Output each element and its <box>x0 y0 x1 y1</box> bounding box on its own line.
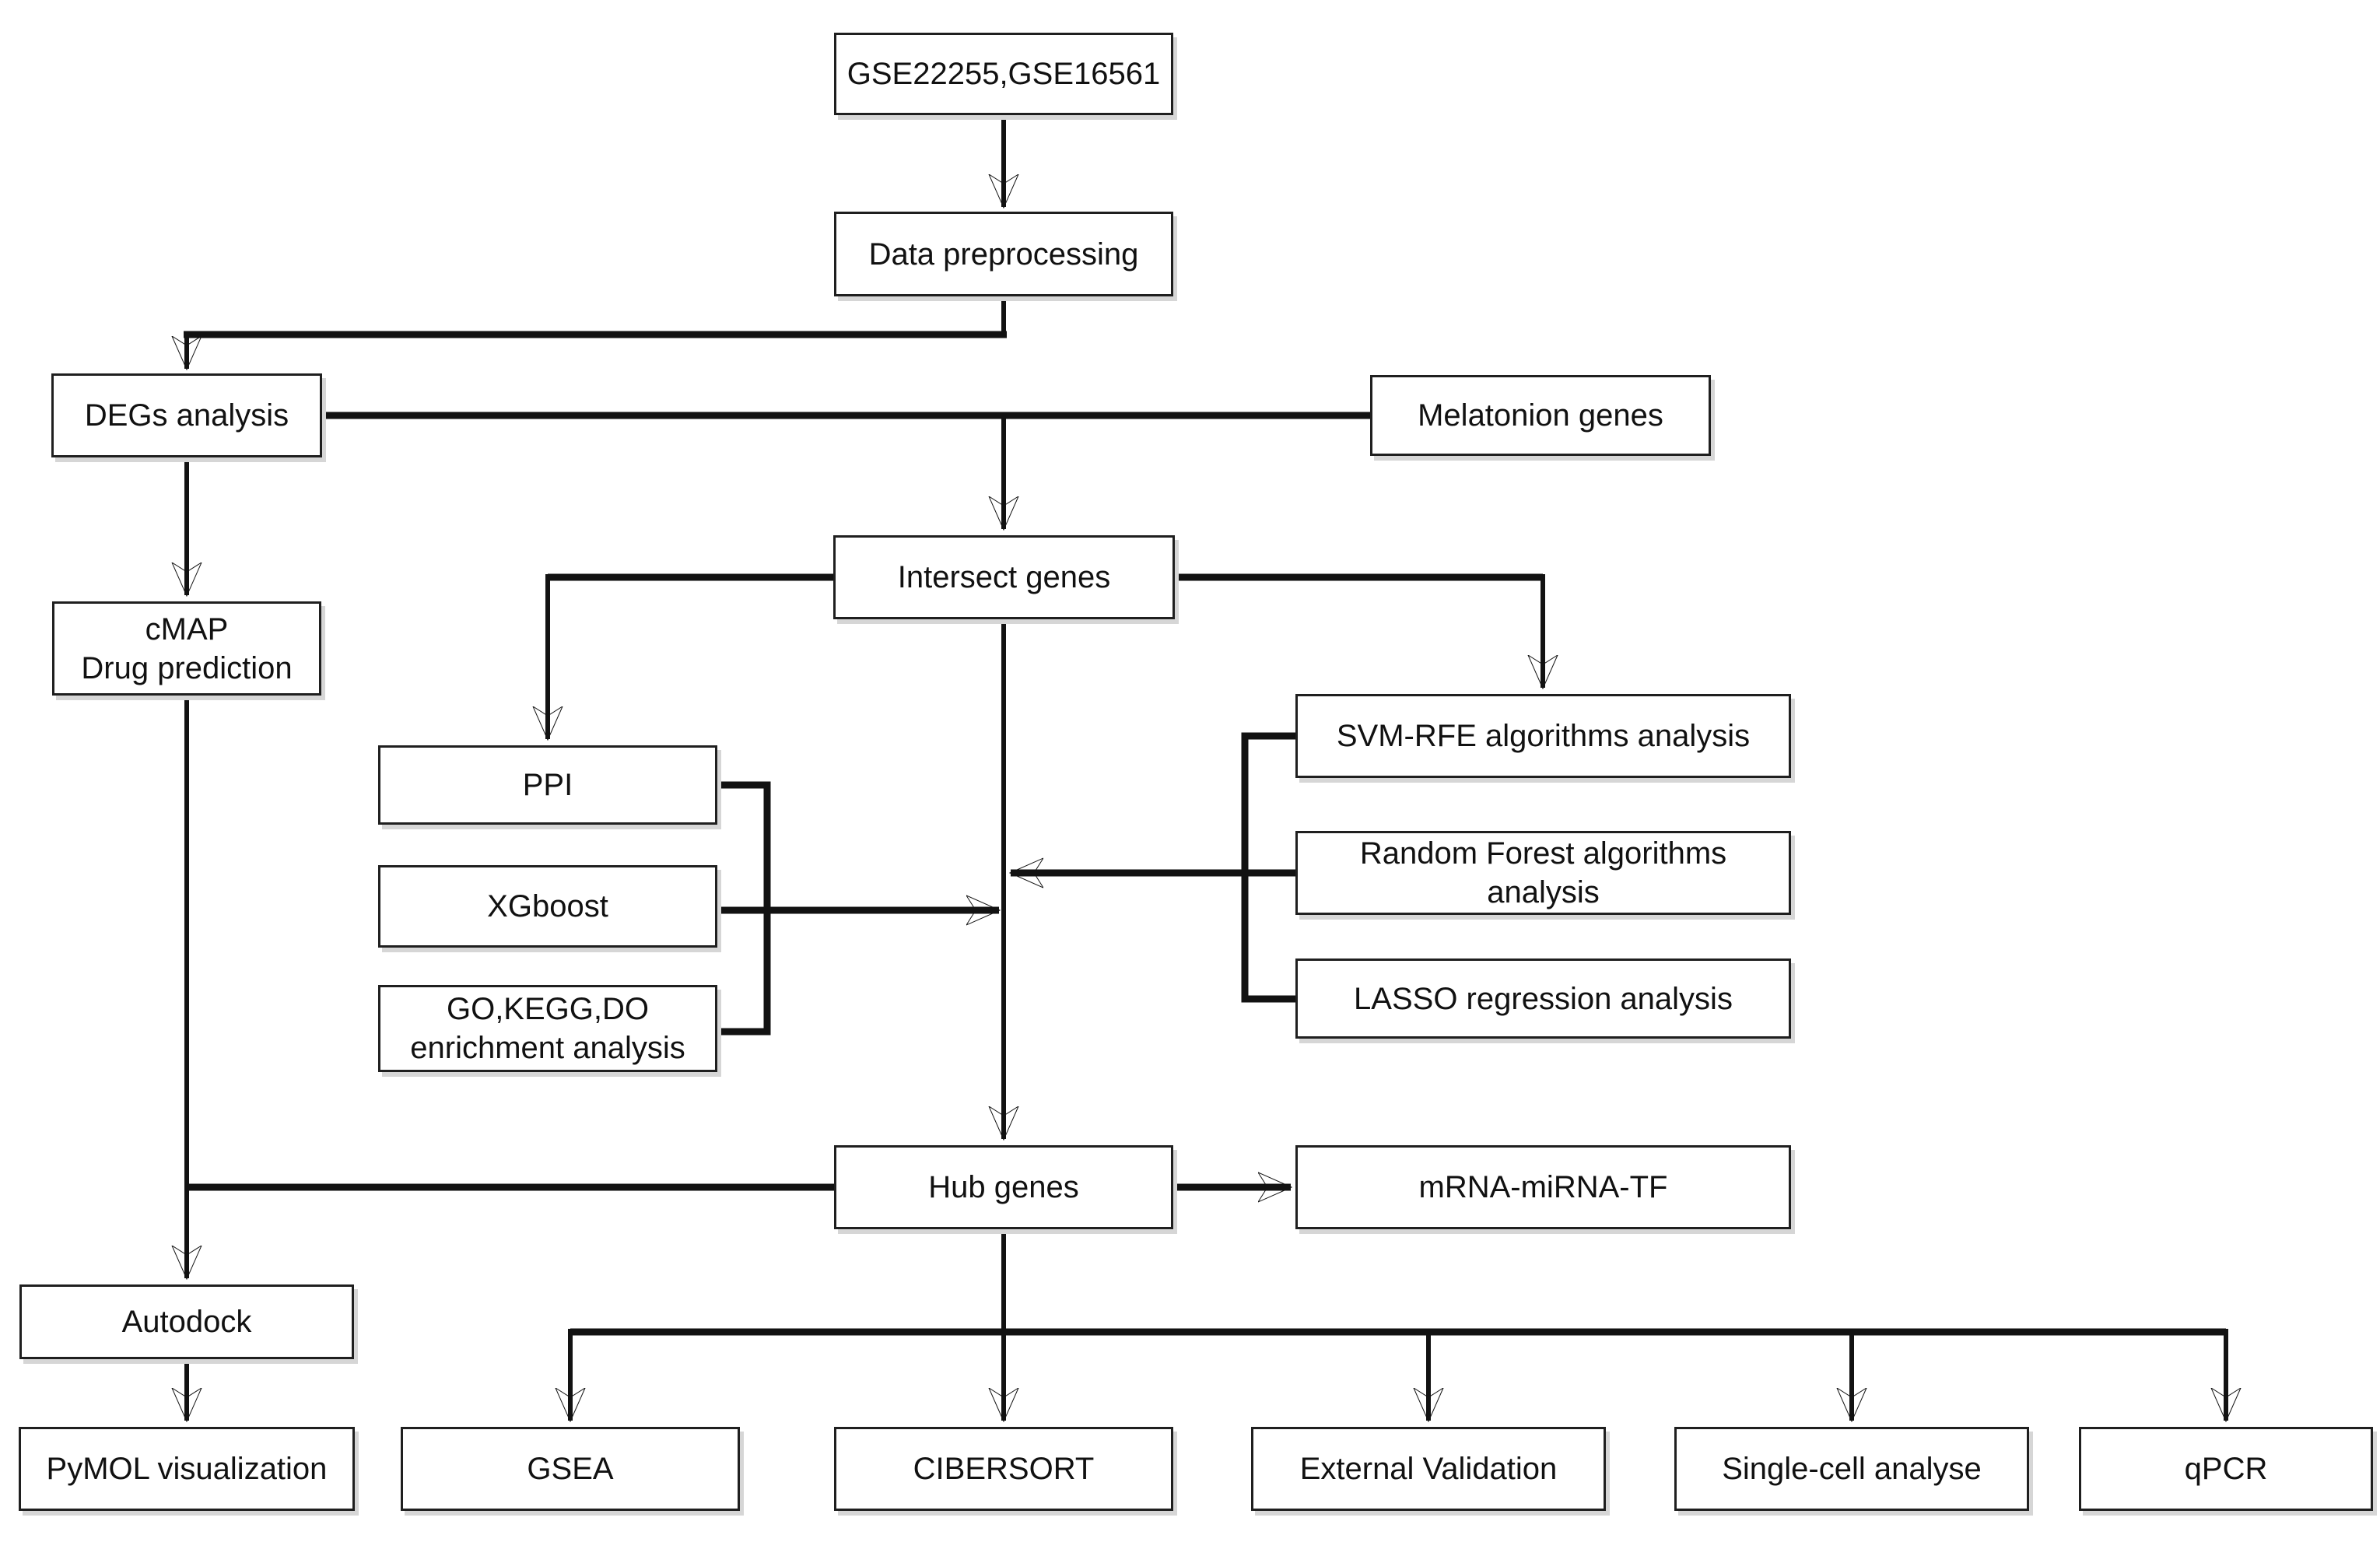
node-qpcr: qPCR <box>2079 1427 2373 1511</box>
node-mrna-mirna-tf: mRNA-miRNA-TF <box>1295 1145 1791 1229</box>
node-external-validation-label: External Validation <box>1299 1452 1558 1486</box>
node-pymol-visualization-label: PyMOL visualization <box>46 1452 328 1486</box>
node-cmap-line2: Drug prediction <box>81 650 293 685</box>
node-melatonin-genes-label: Melatonion genes <box>1418 398 1663 433</box>
node-gse-datasets-label: GSE22255,GSE16561 <box>846 57 1161 91</box>
node-random-forest-line2: analysis <box>1487 875 1600 909</box>
node-go-kegg-do-line1: GO,KEGG,DO <box>446 992 650 1026</box>
node-xgboost-label: XGboost <box>487 889 608 923</box>
node-hub-genes: Hub genes <box>834 1145 1173 1229</box>
node-mrna-mirna-tf-label: mRNA-miRNA-TF <box>1418 1170 1668 1204</box>
node-random-forest-analysis: Random Forest algorithms analysis <box>1295 831 1791 915</box>
node-degs-analysis-label: DEGs analysis <box>84 398 289 433</box>
connector-svmrfe-lasso-bracket <box>1241 732 1295 1003</box>
node-data-preprocessing-label: Data preprocessing <box>868 237 1139 272</box>
node-melatonin-genes: Melatonion genes <box>1370 375 1711 456</box>
node-ppi: PPI <box>378 745 717 825</box>
node-degs-analysis: DEGs analysis <box>51 373 322 457</box>
node-single-cell-analyse-label: Single-cell analyse <box>1722 1452 1982 1486</box>
node-lasso-regression-label: LASSO regression analysis <box>1354 981 1733 1016</box>
node-lasso-regression: LASSO regression analysis <box>1295 958 1791 1039</box>
node-autodock-label: Autodock <box>121 1305 252 1339</box>
node-cmap-line1: cMAP <box>145 612 229 647</box>
node-go-kegg-do-line2: enrichment analysis <box>410 1031 685 1065</box>
node-svm-rfe-analysis-label: SVM-RFE algorithms analysis <box>1336 719 1751 753</box>
node-hub-genes-label: Hub genes <box>928 1170 1079 1204</box>
node-gse-datasets: GSE22255,GSE16561 <box>834 33 1173 115</box>
node-external-validation: External Validation <box>1251 1427 1606 1511</box>
node-intersect-genes: Intersect genes <box>833 535 1175 619</box>
node-ppi-label: PPI <box>522 768 573 802</box>
node-intersect-genes-label: Intersect genes <box>897 560 1111 594</box>
node-go-kegg-do-enrichment: GO,KEGG,DO enrichment analysis <box>378 985 717 1072</box>
node-gsea: GSEA <box>401 1427 740 1511</box>
node-cibersort-label: CIBERSORT <box>913 1452 1095 1486</box>
node-single-cell-analyse: Single-cell analyse <box>1674 1427 2029 1511</box>
node-cmap-drug-prediction: cMAP Drug prediction <box>52 601 321 696</box>
node-svm-rfe-analysis: SVM-RFE algorithms analysis <box>1295 694 1791 778</box>
node-gsea-label: GSEA <box>527 1452 614 1486</box>
node-pymol-visualization: PyMOL visualization <box>19 1427 355 1511</box>
node-xgboost: XGboost <box>378 865 717 948</box>
node-qpcr-label: qPCR <box>2184 1452 2268 1486</box>
node-random-forest-line1: Random Forest algorithms <box>1359 836 1727 871</box>
node-cibersort: CIBERSORT <box>834 1427 1173 1511</box>
node-data-preprocessing: Data preprocessing <box>834 212 1173 296</box>
node-autodock: Autodock <box>19 1284 354 1359</box>
